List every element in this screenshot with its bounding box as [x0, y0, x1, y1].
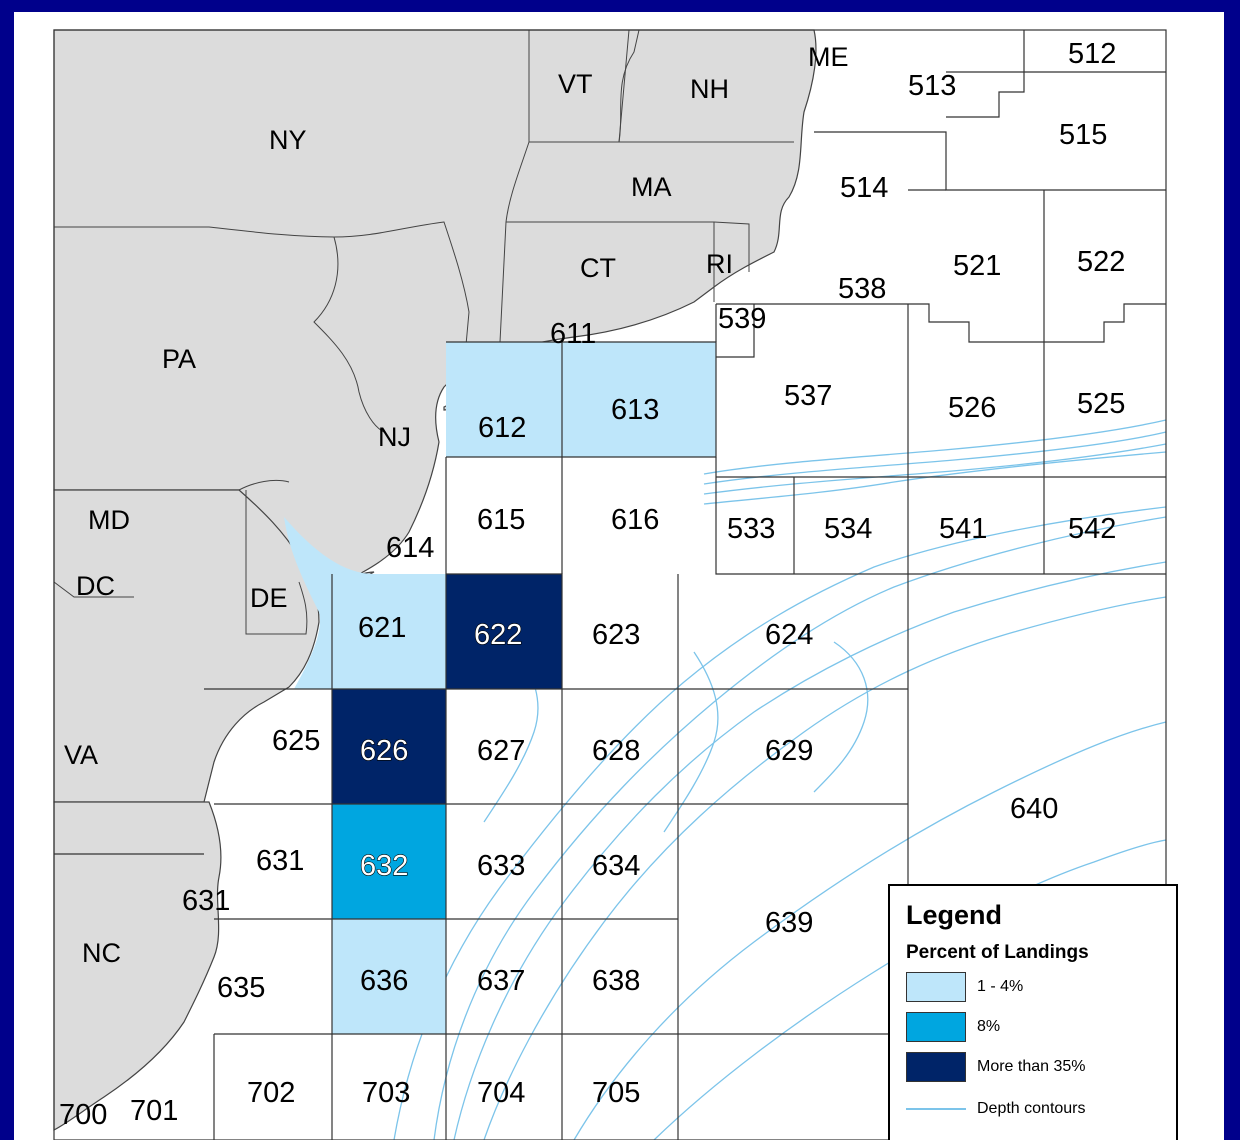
area-label-616: 616	[611, 504, 659, 536]
legend-label-medium: 8%	[977, 1018, 1001, 1035]
state-label-nh: NH	[690, 74, 729, 104]
area-label-636: 636	[360, 965, 408, 997]
area-label-526: 526	[948, 392, 996, 424]
legend-swatch-medium	[906, 1012, 966, 1042]
area-label-514: 514	[840, 172, 888, 204]
state-label-va: VA	[64, 740, 98, 770]
state-label-ct: CT	[580, 253, 616, 283]
state-label-pa: PA	[162, 344, 196, 374]
legend-swatch-light	[906, 972, 966, 1002]
area-fills	[284, 342, 716, 1034]
state-label-me: ME	[808, 42, 849, 72]
area-label-534: 534	[824, 513, 872, 545]
map-frame: NY VT NH ME MA CT RI PA NJ MD DE DC VA N…	[14, 12, 1224, 1140]
area-label-700: 700	[59, 1099, 107, 1131]
area-label-515: 515	[1059, 119, 1107, 151]
state-borders	[53, 29, 794, 635]
area-label-628: 628	[592, 735, 640, 767]
area-622-fill	[446, 574, 562, 689]
state-label-de: DE	[250, 583, 288, 613]
area-label-702: 702	[247, 1077, 295, 1109]
legend-label-contour: Depth contours	[977, 1100, 1086, 1117]
area-label-625: 625	[272, 725, 320, 757]
area-626-fill	[332, 689, 446, 804]
state-label-nj: NJ	[378, 422, 411, 452]
legend-subtitle: Percent of Landings	[906, 942, 1089, 963]
legend: Legend Percent of Landings 1 - 4% 8% Mor…	[888, 884, 1178, 1140]
area-label-613: 613	[611, 394, 659, 426]
area-label-521: 521	[953, 250, 1001, 282]
state-label-md: MD	[88, 505, 130, 535]
area-label-632: 632	[360, 850, 408, 882]
area-label-542: 542	[1068, 513, 1116, 545]
state-label-nc: NC	[82, 938, 121, 968]
area-label-621: 621	[358, 612, 406, 644]
area-label-537: 537	[784, 380, 832, 412]
area-label-639: 639	[765, 907, 813, 939]
area-label-614: 614	[386, 532, 434, 564]
area-label-525: 525	[1077, 388, 1125, 420]
state-label-ny: NY	[269, 125, 307, 155]
area-label-701: 701	[130, 1095, 178, 1127]
area-632-fill	[332, 804, 446, 919]
area-label-627: 627	[477, 735, 525, 767]
area-label-533: 533	[727, 513, 775, 545]
area-labels: 512 513 515 514 521 522 538 539 611 612 …	[59, 38, 1125, 1131]
area-label-611: 611	[550, 318, 596, 350]
area-613-fill	[562, 342, 716, 457]
area-label-512: 512	[1068, 38, 1116, 70]
state-label-ma: MA	[631, 172, 672, 202]
area-label-704: 704	[477, 1077, 525, 1109]
state-labels: NY VT NH ME MA CT RI PA NJ MD DE DC VA N…	[64, 42, 849, 968]
legend-label-light: 1 - 4%	[977, 978, 1024, 995]
area-636-fill	[332, 919, 446, 1034]
area-label-624: 624	[765, 619, 813, 651]
legend-title: Legend	[906, 900, 1003, 930]
area-612-fill	[446, 342, 562, 457]
area-label-629: 629	[765, 735, 813, 767]
legend-label-dark: More than 35%	[977, 1058, 1086, 1075]
area-label-615: 615	[477, 504, 525, 536]
area-label-538: 538	[838, 273, 886, 305]
area-621-fill	[284, 517, 446, 689]
state-label-dc: DC	[76, 571, 115, 601]
area-label-513: 513	[908, 70, 956, 102]
state-label-ri: RI	[706, 249, 733, 279]
area-grid	[53, 29, 1167, 1140]
legend-swatch-contour	[906, 1108, 966, 1110]
area-label-705: 705	[592, 1077, 640, 1109]
legend-swatch-dark	[906, 1052, 966, 1082]
area-label-631b: 631	[182, 885, 230, 917]
area-label-539: 539	[718, 303, 766, 335]
area-label-634: 634	[592, 850, 640, 882]
area-label-612: 612	[478, 412, 526, 444]
area-label-622: 622	[474, 619, 522, 651]
area-label-626: 626	[360, 735, 408, 767]
area-label-637: 637	[477, 965, 525, 997]
area-label-623: 623	[592, 619, 640, 651]
area-label-638: 638	[592, 965, 640, 997]
area-label-633: 633	[477, 850, 525, 882]
statistical-area-map: NY VT NH ME MA CT RI PA NJ MD DE DC VA N…	[53, 29, 1167, 1140]
state-label-vt: VT	[558, 69, 593, 99]
area-label-640: 640	[1010, 793, 1058, 825]
area-label-635: 635	[217, 972, 265, 1004]
area-label-522: 522	[1077, 246, 1125, 278]
area-label-541: 541	[939, 513, 987, 545]
area-label-631: 631	[256, 845, 304, 877]
area-label-703: 703	[362, 1077, 410, 1109]
